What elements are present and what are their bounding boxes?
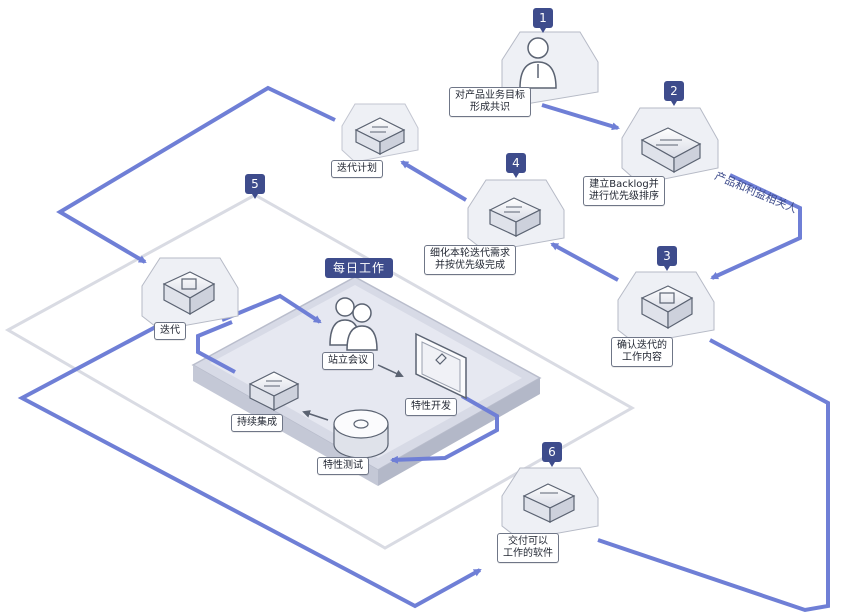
arrow-1-2	[541, 103, 620, 131]
server-icon	[522, 483, 576, 523]
label-business-goal: 对产品业务目标 形成共识	[449, 87, 531, 117]
disk-icon	[333, 409, 389, 459]
badge-5: 5	[245, 174, 265, 199]
label-iteration-plan: 迭代计划	[331, 160, 383, 178]
server-icon	[248, 371, 300, 411]
arrow-ci-iter	[196, 320, 236, 374]
arrow-4-plan	[400, 160, 468, 202]
arrow-2-3	[710, 173, 802, 280]
arrow-dev-test	[390, 394, 499, 464]
iteration-frame	[4, 193, 636, 550]
label-confirm-work: 确认迭代的 工作内容	[611, 337, 673, 367]
badge-6: 6	[542, 442, 562, 467]
arrow-test-ci	[302, 410, 329, 421]
label-refine-requirements: 细化本轮迭代需求 并按优先级完成	[424, 245, 516, 275]
label-iteration: 迭代	[154, 322, 186, 340]
arrow-3-4	[550, 242, 619, 282]
board-icon	[640, 285, 694, 330]
label-feature-dev: 特性开发	[405, 398, 457, 416]
label-backlog: 建立Backlog并 进行优先级排序	[583, 176, 665, 206]
arrow-standup-dev	[377, 364, 404, 378]
daily-work-title: 每日工作	[325, 258, 394, 278]
label-deliver-software: 交付可以 工作的软件	[497, 533, 559, 563]
people-icon	[329, 297, 378, 351]
board-icon	[162, 271, 216, 316]
server-icon	[354, 117, 406, 155]
label-continuous-integration: 持续集成	[231, 414, 283, 432]
server-icon	[640, 127, 702, 174]
badge-3: 3	[657, 246, 677, 271]
badge-2: 2	[664, 81, 684, 106]
outer-flow-line	[56, 85, 336, 264]
badge-1: 1	[533, 8, 553, 33]
label-standup: 站立会议	[322, 352, 374, 370]
badge-4: 4	[506, 153, 526, 178]
return-flow-line	[597, 338, 830, 613]
label-feature-test: 特性测试	[317, 457, 369, 475]
arrow-iter-standup	[221, 293, 322, 324]
monitor-icon	[415, 332, 467, 400]
delivery-flow-line	[17, 320, 482, 609]
person-icon	[519, 37, 557, 89]
server-icon	[488, 197, 542, 237]
